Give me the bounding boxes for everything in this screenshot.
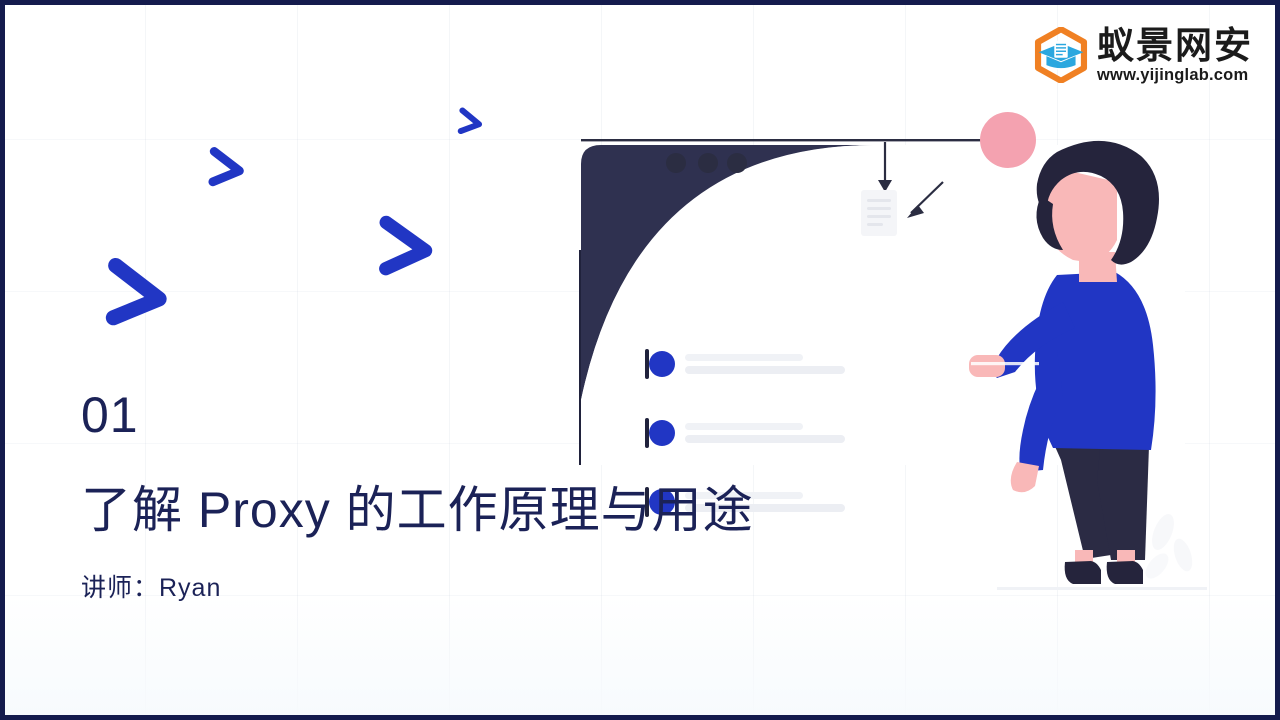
list-item-line-1 (685, 354, 803, 361)
list-item-line-2 (685, 435, 845, 443)
window-traffic-dots (666, 153, 747, 173)
person-upper-arm-highlight (971, 362, 1039, 366)
diagonal-arrow-icon (907, 181, 944, 218)
list-item-line-2 (685, 504, 845, 512)
connector-and-node (581, 112, 1036, 168)
chevron-medium-upper-icon (208, 147, 244, 187)
window-dot-1[interactable] (666, 153, 686, 173)
brand-url: www.yijinglab.com (1097, 66, 1249, 84)
chevron-large-right-icon (379, 215, 433, 276)
person-upper-arm (993, 302, 1075, 378)
window-body (581, 145, 1185, 465)
down-arrow-icon (878, 142, 892, 192)
decorative-leaves (1145, 514, 1193, 579)
graduation-cap-hexagon-logo-icon (1034, 27, 1088, 84)
person-front-shoe (1106, 561, 1143, 584)
slide-text-block: 01 了解 Proxy 的工作原理与用途 讲师：Ryan (81, 390, 881, 604)
person-back-shoe (1064, 561, 1101, 584)
list-item-line-2 (685, 366, 845, 374)
window-left-rule (579, 250, 581, 465)
person-lower-hand (1010, 462, 1039, 493)
list-item-bullet (649, 489, 675, 515)
page-title: 了解 Proxy 的工作原理与用途 (81, 482, 754, 538)
brand-name: 蚁景网安 (1097, 24, 1253, 67)
window-dot-3[interactable] (727, 153, 747, 173)
person-hair (1036, 140, 1159, 265)
person-hair-front (1036, 196, 1063, 250)
list-item-line-1 (685, 423, 803, 430)
person-front-leg (1097, 440, 1149, 560)
list-item[interactable] (645, 349, 845, 379)
person-lower-arm (1019, 350, 1063, 472)
list-item[interactable] (645, 487, 845, 517)
chevron-large-left-icon (105, 257, 167, 326)
list-item-bar (645, 487, 649, 517)
hero-illustration (545, 100, 1245, 630)
section-number: 01 (81, 387, 139, 443)
person-upper-hand (969, 355, 1005, 377)
chevron-small-top-icon (457, 107, 483, 135)
window-corner-accent (581, 145, 875, 400)
list-item-bullet (649, 351, 675, 377)
person-face (1044, 170, 1117, 262)
brand-logo-text: 蚁景网安 www.yijinglab.com (1097, 27, 1253, 84)
person-back-leg (1053, 442, 1111, 559)
brand-logo: 蚁景网安 www.yijinglab.com (1033, 27, 1253, 84)
list-item-bullet (649, 420, 675, 446)
document-lines-icon (861, 190, 897, 236)
list-item-bar (645, 418, 649, 448)
list-item-line-1 (685, 492, 803, 499)
window-dot-2[interactable] (698, 153, 718, 173)
woman-standing-illustration (969, 140, 1159, 584)
illustration-canvas (579, 112, 1207, 590)
presenter-label: 讲师：Ryan (81, 574, 222, 602)
browser-window-mockup (579, 145, 1185, 517)
connector-line (581, 139, 1011, 142)
ground-line (997, 587, 1207, 590)
pink-node-circle (980, 112, 1036, 168)
list-item-bar (645, 349, 649, 379)
list-item[interactable] (645, 418, 845, 448)
